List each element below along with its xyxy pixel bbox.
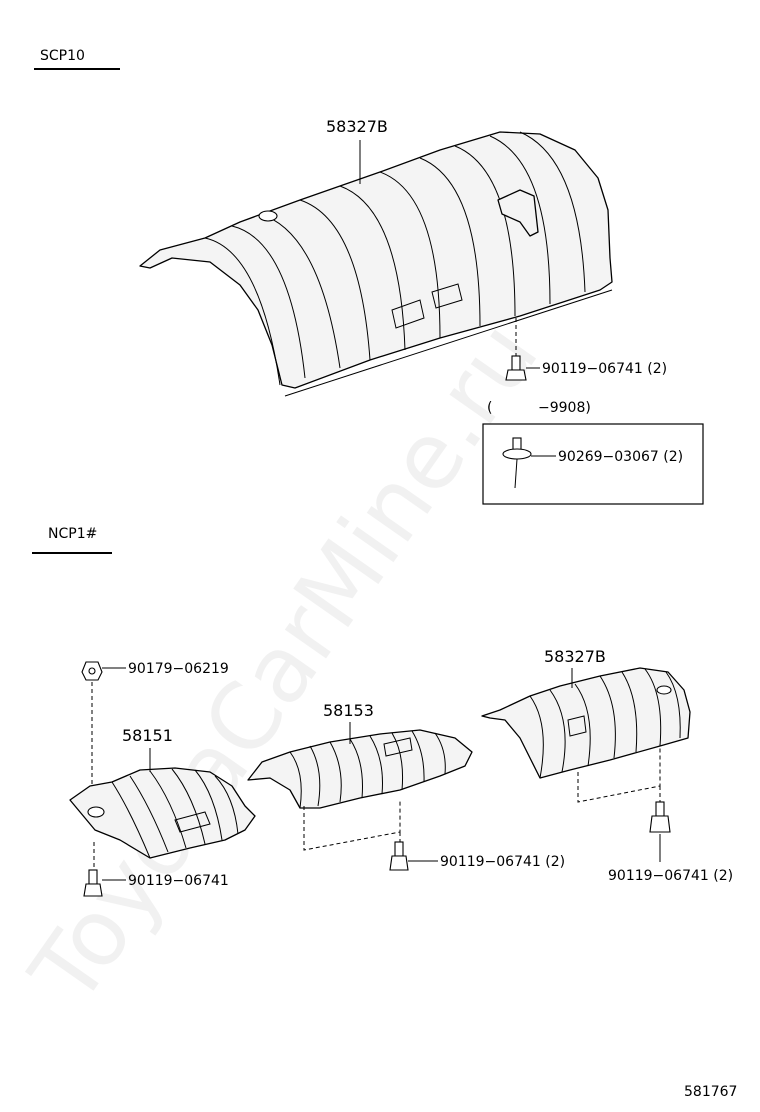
clip-detail-box bbox=[482, 423, 704, 505]
label-bolt-middle: 90119−06741 (2) bbox=[440, 854, 565, 870]
bolt-icon-middle bbox=[389, 841, 409, 871]
section-label-scp10: SCP10 bbox=[40, 48, 85, 64]
heat-insulator-large bbox=[139, 131, 613, 397]
label-range-end: −9908) bbox=[538, 400, 591, 416]
label-58327b-small: 58327B bbox=[544, 647, 606, 666]
bolt-icon-right bbox=[649, 801, 671, 833]
label-top-clip: 90269−03067 (2) bbox=[558, 449, 683, 465]
nut-icon bbox=[81, 661, 103, 681]
label-range-open: ( bbox=[487, 400, 492, 416]
dash-bracket-right bbox=[577, 744, 661, 803]
heat-insulator-58151 bbox=[69, 767, 256, 859]
label-bolt-left: 90119−06741 bbox=[128, 873, 229, 889]
diagram-id: 581767 bbox=[684, 1084, 737, 1100]
heat-insulator-58327b-small bbox=[481, 667, 691, 779]
label-58151: 58151 bbox=[122, 726, 173, 745]
section-label-ncp1: NCP1# bbox=[48, 526, 97, 542]
label-nut: 90179−06219 bbox=[128, 661, 229, 677]
label-bolt-right: 90119−06741 (2) bbox=[608, 868, 733, 884]
label-58327b-top: 58327B bbox=[326, 117, 388, 136]
dash-bracket-middle bbox=[303, 800, 401, 851]
bolt-icon-left bbox=[83, 869, 103, 897]
label-58153: 58153 bbox=[323, 701, 374, 720]
bolt-icon-top bbox=[505, 355, 527, 381]
heat-insulator-58153 bbox=[247, 729, 473, 809]
clip-icon bbox=[502, 437, 532, 489]
label-top-bolt: 90119−06741 (2) bbox=[542, 361, 667, 377]
